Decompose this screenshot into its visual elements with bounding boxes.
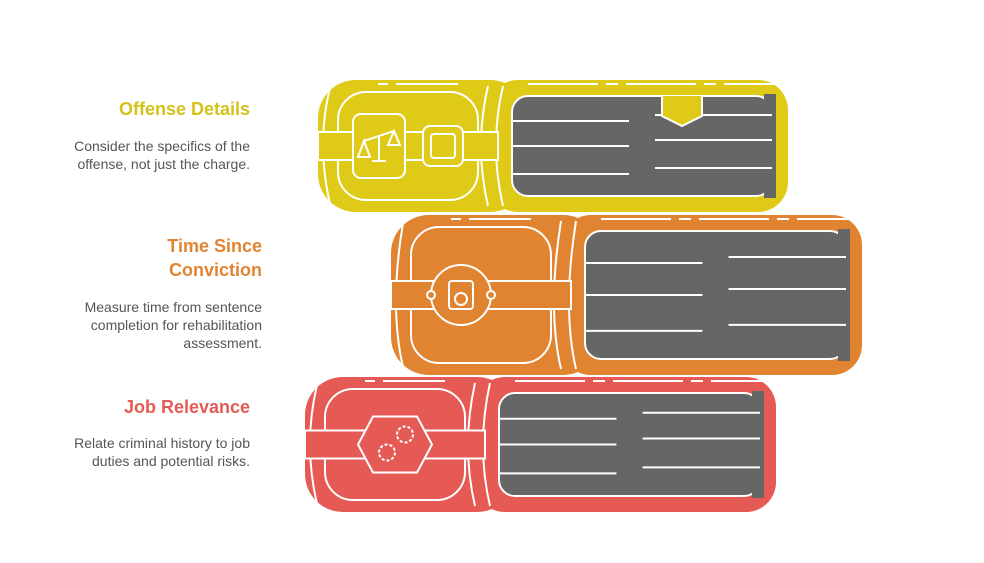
calendar-icon — [448, 280, 474, 310]
book-1-pages-edge — [764, 94, 776, 198]
time-since-conviction-description: Measure time from sentence completion fo… — [84, 299, 262, 351]
book-2-icon-frame — [430, 264, 492, 326]
skull-icon — [454, 292, 468, 306]
bookmark-icon — [661, 96, 703, 128]
offense-details-description: Consider the specifics of the offense, n… — [74, 138, 250, 172]
book-2-pages-edge — [838, 229, 850, 361]
gear-icon — [378, 443, 396, 462]
offense-details-title: Offense Details — [118, 99, 250, 119]
hexagon-frame — [356, 415, 434, 474]
book-2-rivet — [486, 290, 496, 300]
book-1-strap — [317, 131, 499, 161]
book-2-rivet — [426, 290, 436, 300]
book-3-pages-edge — [752, 391, 764, 498]
scales-icon — [356, 128, 402, 162]
buckle-inner — [430, 133, 456, 159]
buckle-icon — [422, 125, 464, 167]
gear-icon — [396, 425, 414, 444]
job-relevance-description: Relate criminal history to job duties an… — [74, 435, 250, 469]
time-since-conviction-title: Time Since Conviction — [167, 236, 262, 280]
job-relevance-title: Job Relevance — [123, 397, 250, 417]
